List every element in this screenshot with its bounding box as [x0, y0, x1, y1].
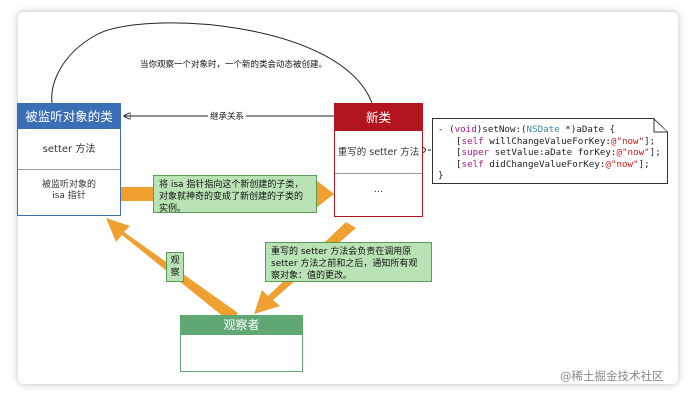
observer-box: 观察者 [180, 315, 303, 372]
top-caption: 当你观察一个对象时，一个新的类会动态被创建。 [140, 60, 328, 70]
watermark: @稀土掘金技术社区 [560, 369, 664, 383]
setter-note: 重写的 setter 方法会负责在调用原 setter 方法之前和之后，通知所有… [265, 242, 432, 282]
code-box-fold [653, 119, 668, 133]
observed-class-box: 被监听对象的类 setter 方法 被监听对象的 isa 指针 [17, 103, 121, 216]
new-class-box: 新类 重写的 setter 方法 ... [334, 103, 423, 217]
code-line-5: } [438, 170, 444, 181]
code-line-1: - (void)setNow:(NSDate *)aDate { [438, 124, 616, 135]
observe-label: 观察 [166, 252, 184, 282]
code-line-4: [self didChangeValueForKey:@"now"]; [456, 158, 650, 170]
new-ellipsis-cell: ... [373, 184, 384, 195]
observed-class-title: 被监听对象的类 [18, 104, 120, 129]
code-line-3: [super setValue:aDate forKey:@"now"]; [456, 147, 661, 158]
new-class-title: 新类 [335, 104, 422, 131]
observer-title: 观察者 [181, 316, 302, 335]
new-setter-cell: 重写的 setter 方法 [335, 131, 422, 174]
observed-isa-line1: 被监听对象的 [41, 180, 96, 190]
observed-isa-cell: 被监听对象的 isa 指针 [18, 170, 120, 202]
creation-curve [51, 22, 373, 104]
code-box: - (void)setNow:(NSDate *)aDate { [self w… [432, 118, 668, 184]
observed-isa-line2: isa 指针 [52, 191, 86, 201]
isa-note: 将 isa 指针指向这个新创建的子类，对象就神奇的变成了新创建的子类的实例。 [153, 175, 317, 214]
code-line-2: [self willChangeValueForKey:@"now"]; [456, 135, 656, 147]
observed-setter-cell: setter 方法 [18, 129, 120, 170]
inherit-label: 继承关系 [208, 110, 247, 122]
